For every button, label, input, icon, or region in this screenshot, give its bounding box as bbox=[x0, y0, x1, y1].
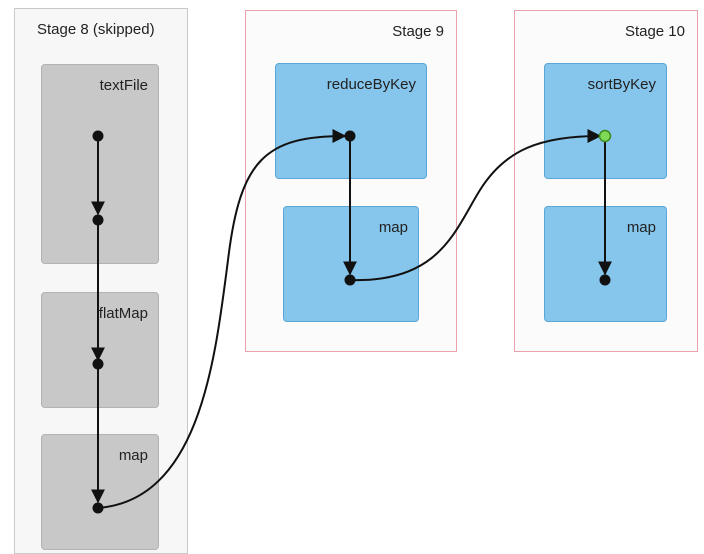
node-map-stage-8 bbox=[92, 502, 104, 514]
stage-9-label: Stage 9 bbox=[392, 23, 444, 40]
stage-10-label: Stage 10 bbox=[624, 23, 685, 40]
rdd-textfile[interactable]: textFile bbox=[41, 64, 159, 264]
node-textfile-end bbox=[92, 214, 104, 226]
node-sortbykey bbox=[598, 129, 612, 143]
rdd-textfile-label: textFile bbox=[99, 77, 148, 94]
edge-map-to-sortbykey bbox=[349, 129, 602, 282]
node-reducebykey bbox=[344, 130, 356, 142]
rdd-sortbykey-label: sortByKey bbox=[587, 76, 656, 93]
rdd-map-stage-8-label: map bbox=[118, 447, 148, 464]
node-map-stage-10 bbox=[599, 274, 611, 286]
node-flatmap bbox=[92, 358, 104, 370]
node-textfile-start bbox=[92, 130, 104, 142]
rdd-map-stage-9-label: map bbox=[378, 219, 408, 236]
stage-8-label: Stage 8 (skipped) bbox=[37, 21, 155, 38]
edge-map-to-reducebykey bbox=[97, 129, 347, 509]
rdd-flatmap-label: flatMap bbox=[98, 305, 148, 322]
node-map-stage-9 bbox=[344, 274, 356, 286]
rdd-reducebykey-label: reduceByKey bbox=[326, 76, 416, 93]
rdd-map-stage-10-label: map bbox=[626, 219, 656, 236]
